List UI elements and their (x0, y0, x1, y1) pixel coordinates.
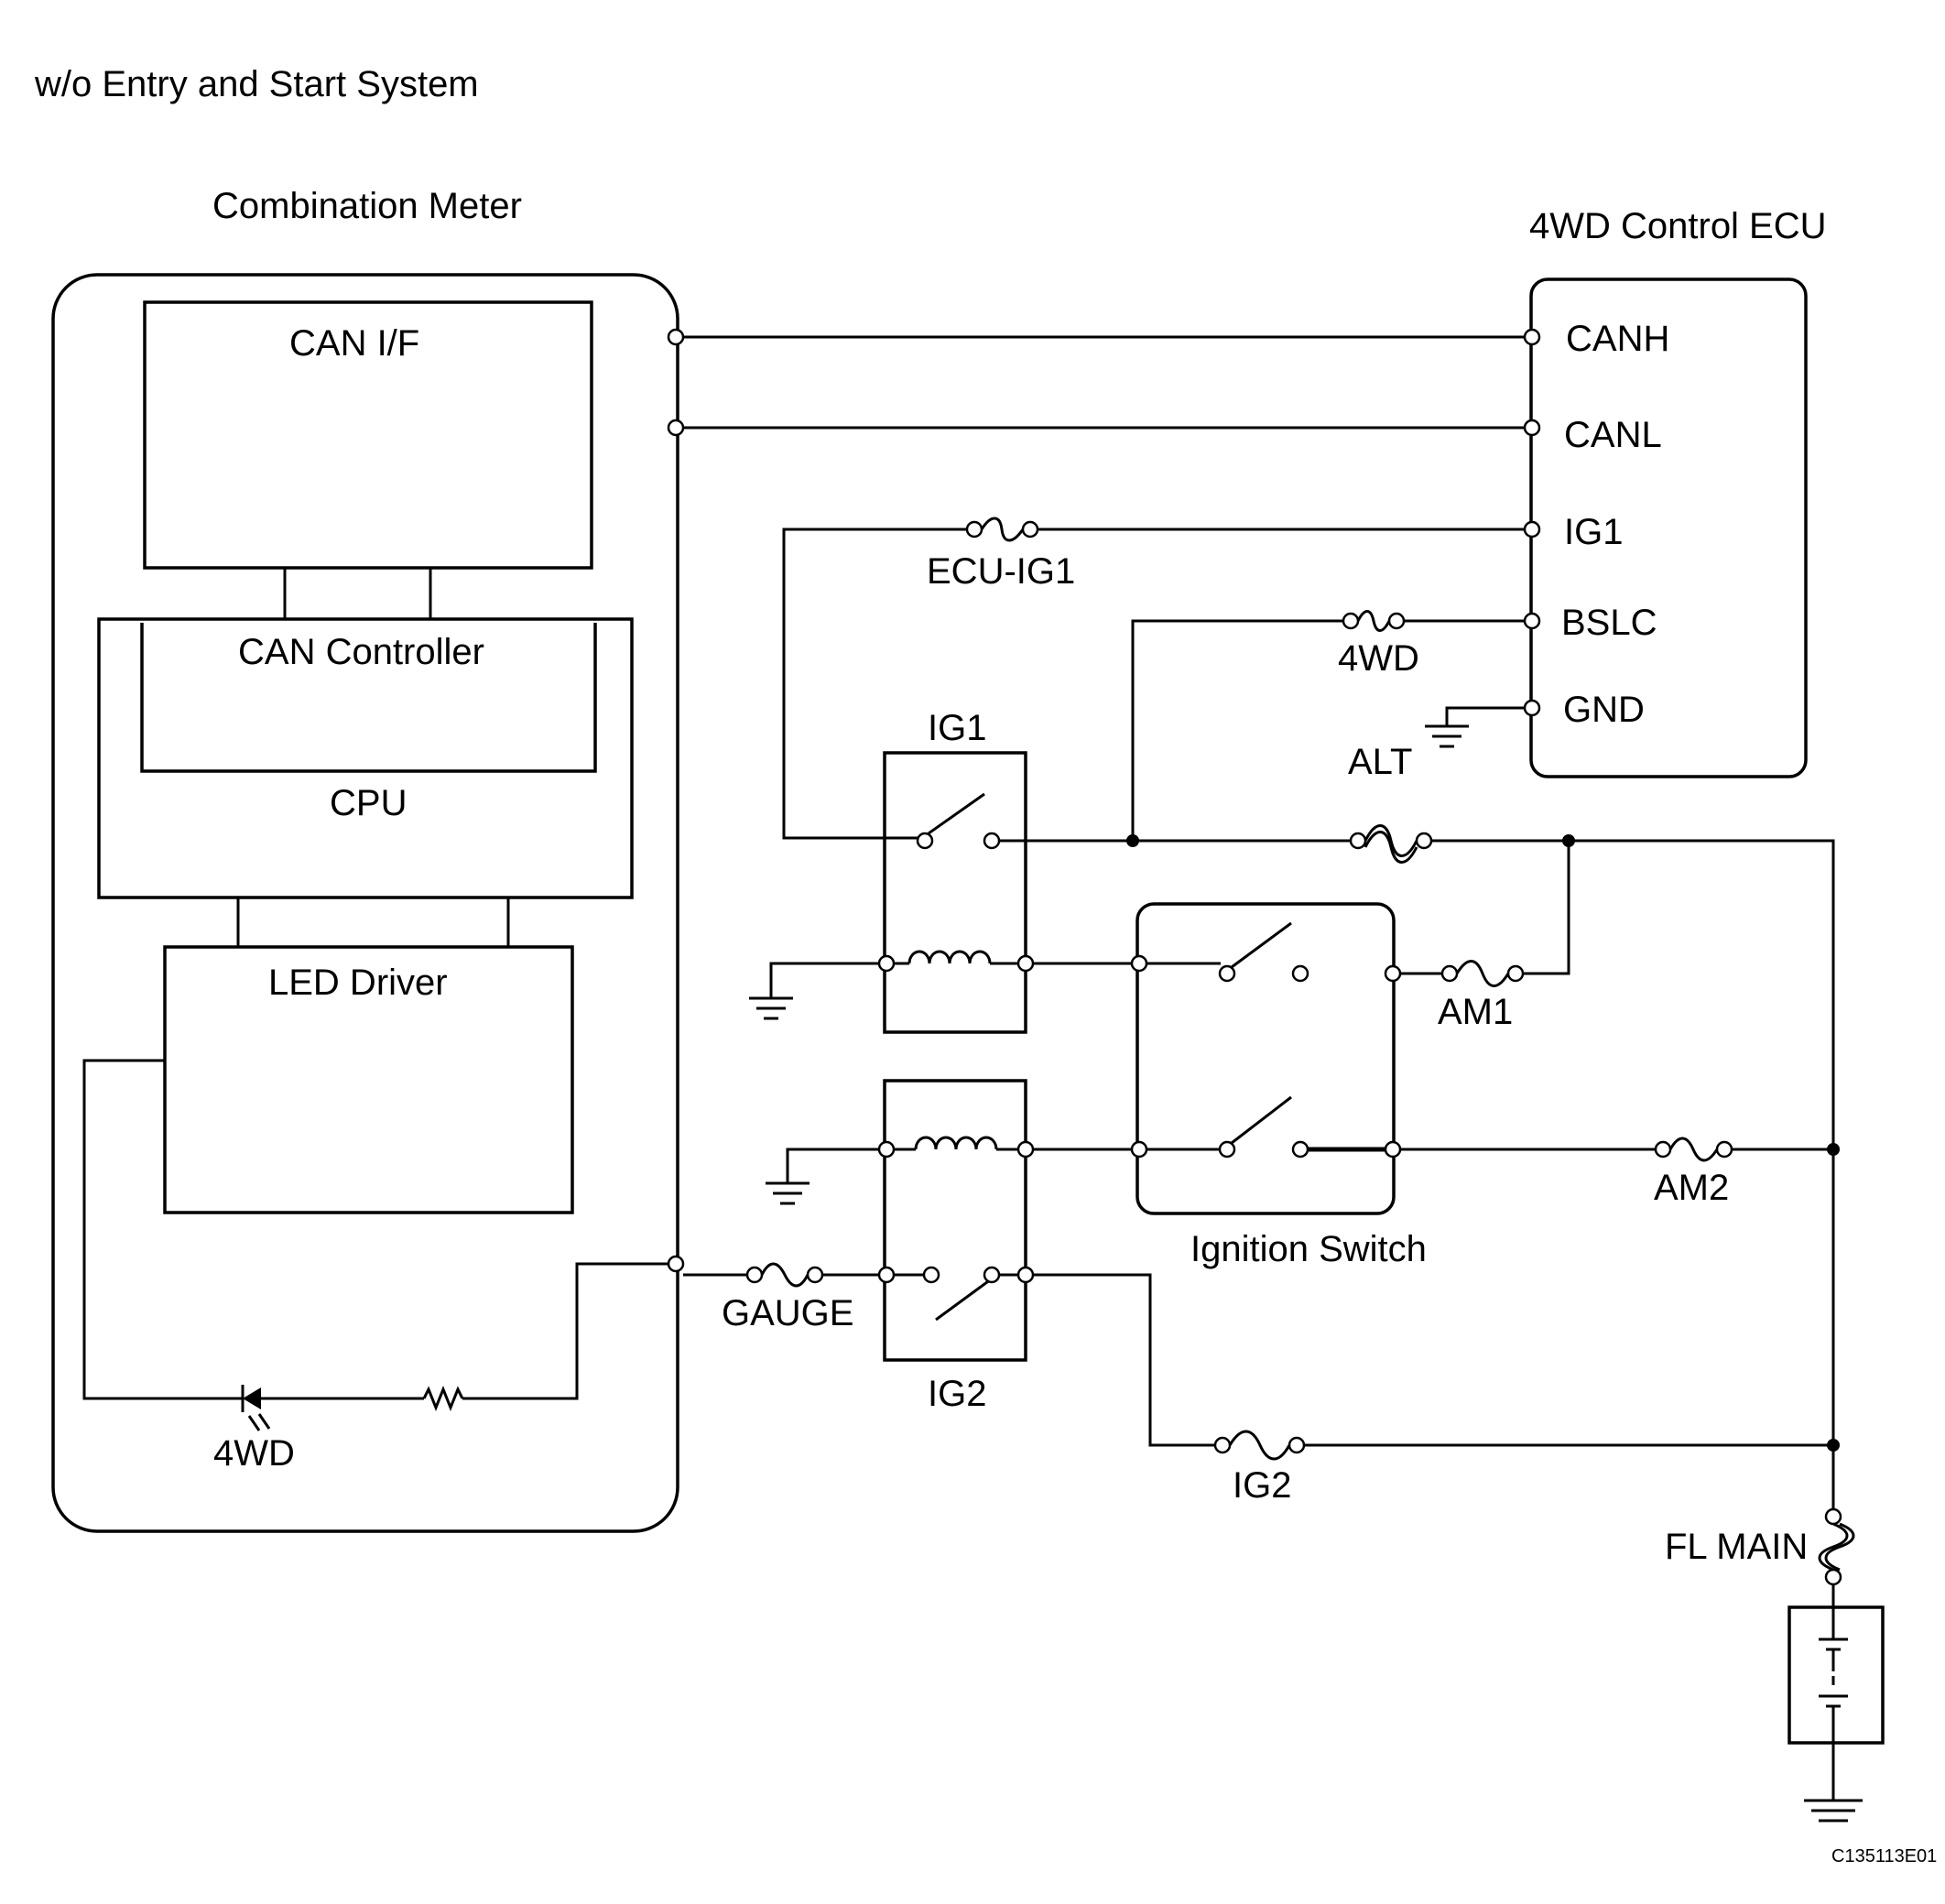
ecu-pin-gnd: GND (1563, 690, 1645, 730)
diagram-title: w/o Entry and Start System (34, 64, 479, 104)
can-controller-label: CAN Controller (238, 632, 484, 672)
relay-ig2: IG2 (877, 1079, 1035, 1414)
led-driver-block (163, 945, 574, 1214)
fuse-gauge-label: GAUGE (722, 1293, 853, 1333)
ig1-coil-ground (749, 996, 793, 1020)
relay-ig1-outline (883, 751, 1027, 1034)
ignition-switch-label: Ignition Switch (1190, 1229, 1427, 1269)
combination-meter: Combination Meter CAN I/F CAN Controller… (51, 186, 685, 1533)
fuse-4wd (1342, 610, 1406, 632)
junction-ig2 (1827, 1439, 1840, 1452)
ecu-pin-canh: CANH (1566, 319, 1669, 359)
can-if-block (143, 300, 593, 570)
can-controller-block (140, 623, 597, 773)
relay-ig1-label: IG1 (928, 708, 986, 748)
ecu-pin-ig1: IG1 (1564, 512, 1623, 552)
fuse-ecu-ig1-label: ECU-IG1 (927, 551, 1075, 592)
fuse-ecu-ig1 (965, 517, 1039, 542)
ig2-coil-ground (766, 1181, 810, 1205)
fuse-fl-main-label: FL MAIN (1665, 1527, 1808, 1567)
fuse-am1-label: AM1 (1438, 992, 1513, 1032)
fuse-alt (1349, 824, 1433, 864)
ignition-switch: Ignition Switch (1130, 902, 1427, 1269)
ecu-ground-symbol (1425, 724, 1469, 748)
battery-ground (1804, 1799, 1863, 1822)
led-4wd-indicator (241, 1385, 271, 1431)
ecu-label: 4WD Control ECU (1529, 206, 1827, 246)
fuse-alt-label: ALT (1348, 742, 1412, 782)
junction-am2 (1827, 1143, 1840, 1156)
figure-code: C135113E01 (1831, 1846, 1937, 1866)
led-driver-label: LED Driver (268, 963, 448, 1003)
ecu-pin-canl: CANL (1564, 415, 1662, 455)
relay-ig1: IG1 (877, 708, 1035, 1034)
battery (1787, 1605, 1885, 1745)
4wd-control-ecu: 4WD Control ECU CANH CANL IG1 BSLC GND (1523, 206, 1827, 778)
led-4wd-label: 4WD (213, 1433, 295, 1474)
fuse-am2 (1654, 1137, 1733, 1162)
fuse-4wd-label: 4WD (1338, 638, 1419, 679)
cpu-label: CPU (330, 783, 407, 823)
fuse-am2-label: AM2 (1654, 1168, 1729, 1208)
resistor (422, 1385, 464, 1412)
fuse-gauge (745, 1262, 824, 1288)
can-if-label: CAN I/F (289, 323, 419, 364)
relay-ig2-outline (883, 1079, 1027, 1362)
ecu-pin-bslc: BSLC (1561, 603, 1657, 643)
combination-meter-outline (51, 273, 679, 1533)
relay-ig2-label: IG2 (928, 1374, 986, 1414)
combination-meter-label: Combination Meter (212, 186, 522, 226)
cpu-block (97, 617, 634, 899)
fuse-fl-main (1818, 1507, 1855, 1586)
fuse-ig2-label: IG2 (1233, 1465, 1291, 1506)
junction-bslc (1126, 834, 1139, 847)
ignition-switch-outline (1135, 902, 1396, 1215)
fuse-ig2 (1213, 1430, 1306, 1461)
fuse-am1 (1440, 960, 1525, 987)
